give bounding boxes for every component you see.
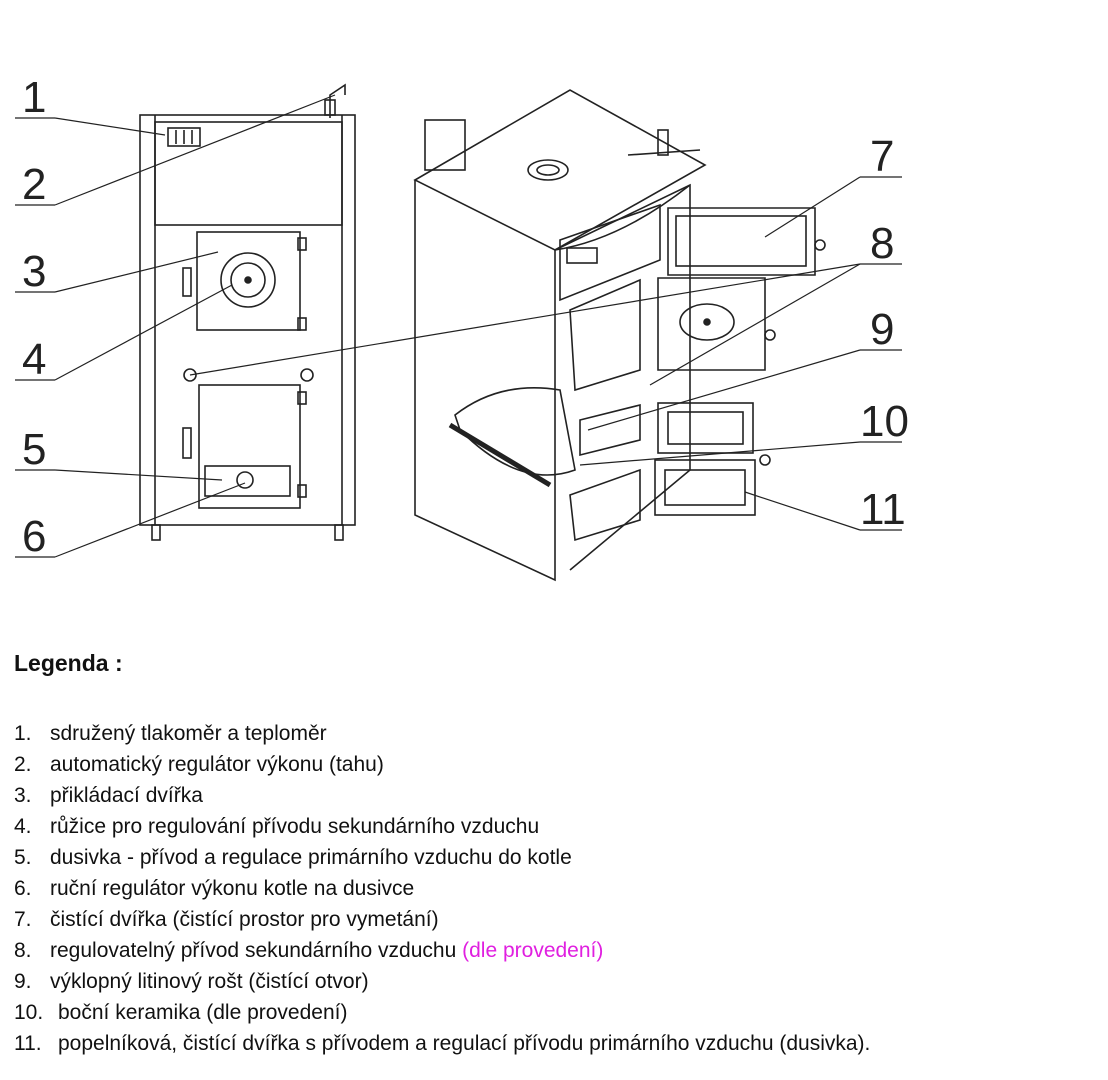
callout-4: 4: [22, 335, 46, 384]
legend-item: 7. čistící dvířka (čistící prostor pro vy…: [14, 904, 870, 935]
legend-item-number: 8.: [14, 939, 32, 962]
legend-item-number: 6.: [14, 877, 32, 900]
legend-item-text: růžice pro regulování přívodu sekundární…: [50, 815, 540, 838]
callout-5: 5: [22, 425, 46, 474]
legend-item-text: boční keramika (dle provedení): [58, 1001, 348, 1024]
legend-title: Legenda :: [14, 650, 123, 676]
legend-item-text: regulovatelný přívod sekundárního vzduch…: [50, 939, 463, 962]
legend-item-text: automatický regulátor výkonu (tahu): [50, 753, 384, 776]
gauge-icon: [167, 127, 201, 147]
legend-item: 9. výklopný litinový rošt (čistící otvor): [14, 966, 870, 997]
legend-item-number: 10.: [14, 1001, 44, 1024]
legend-item-number: 9.: [14, 970, 32, 993]
callout-7: 7: [870, 132, 894, 181]
legend-list: 1. sdružený tlakoměr a teploměr 2. automati…: [14, 718, 870, 1059]
legend-item-number: 4.: [14, 815, 32, 838]
legend-item: 10. boční keramika (dle provedení): [14, 997, 870, 1028]
callout-2: 2: [22, 160, 46, 209]
legend-item: 11. popelníková, čistící dvířka s přívode…: [14, 1028, 870, 1059]
legend-item-number: 1.: [14, 722, 32, 745]
legend-item: 1. sdružený tlakoměr a teploměr: [14, 718, 870, 749]
legend-item-text: výklopný litinový rošt (čistící otvor): [50, 970, 369, 993]
legend-item: 4. růžice pro regulování přívodu sekundár…: [14, 811, 870, 842]
callout-11: 11: [860, 485, 906, 534]
legend-item: 2. automatický regulátor výkonu (tahu): [14, 749, 870, 780]
legend-item-text: sdružený tlakoměr a teploměr: [50, 722, 327, 745]
boiler-front-view: [139, 83, 356, 541]
legend-item-text: ruční regulátor výkonu kotle na dusivce: [50, 877, 415, 900]
legend-item-text: dusivka - přívod a regulace primárního v…: [50, 846, 572, 869]
callout-1: 1: [22, 73, 46, 122]
legend-item-text: čistící dvířka (čistící prostor pro vyme…: [50, 908, 439, 931]
legend-item-text: popelníková, čistící dvířka s přívodem a…: [58, 1032, 871, 1055]
legend-item: 8. regulovatelný přívod sekundárního vzdu…: [14, 935, 870, 966]
callout-8: 8: [870, 219, 894, 268]
legend-item-text: přikládací dvířka: [50, 784, 203, 807]
legend-item: 3. přikládací dvířka: [14, 780, 870, 811]
boiler-diagram: 1 2 3 4 5 6 7 8 9 10 11: [15, 73, 909, 582]
legend-item-number: 7.: [14, 908, 32, 931]
boiler-perspective-view: [413, 89, 826, 582]
callout-6: 6: [22, 512, 46, 561]
callout-lines: [15, 94, 902, 558]
legend-item-number: 3.: [14, 784, 32, 807]
callout-3: 3: [22, 247, 46, 296]
legend-item-number: 11.: [14, 1032, 42, 1055]
legend-item-note: (dle provedení): [462, 939, 604, 962]
legend-item-number: 2.: [14, 753, 32, 776]
callout-10: 10: [860, 397, 909, 446]
legend-item: 5. dusivka - přívod a regulace primárního…: [14, 842, 870, 873]
legend-item: 6. ruční regulátor výkonu kotle na dusivc…: [14, 873, 870, 904]
callout-9: 9: [870, 305, 894, 354]
legend-item-number: 5.: [14, 846, 32, 869]
